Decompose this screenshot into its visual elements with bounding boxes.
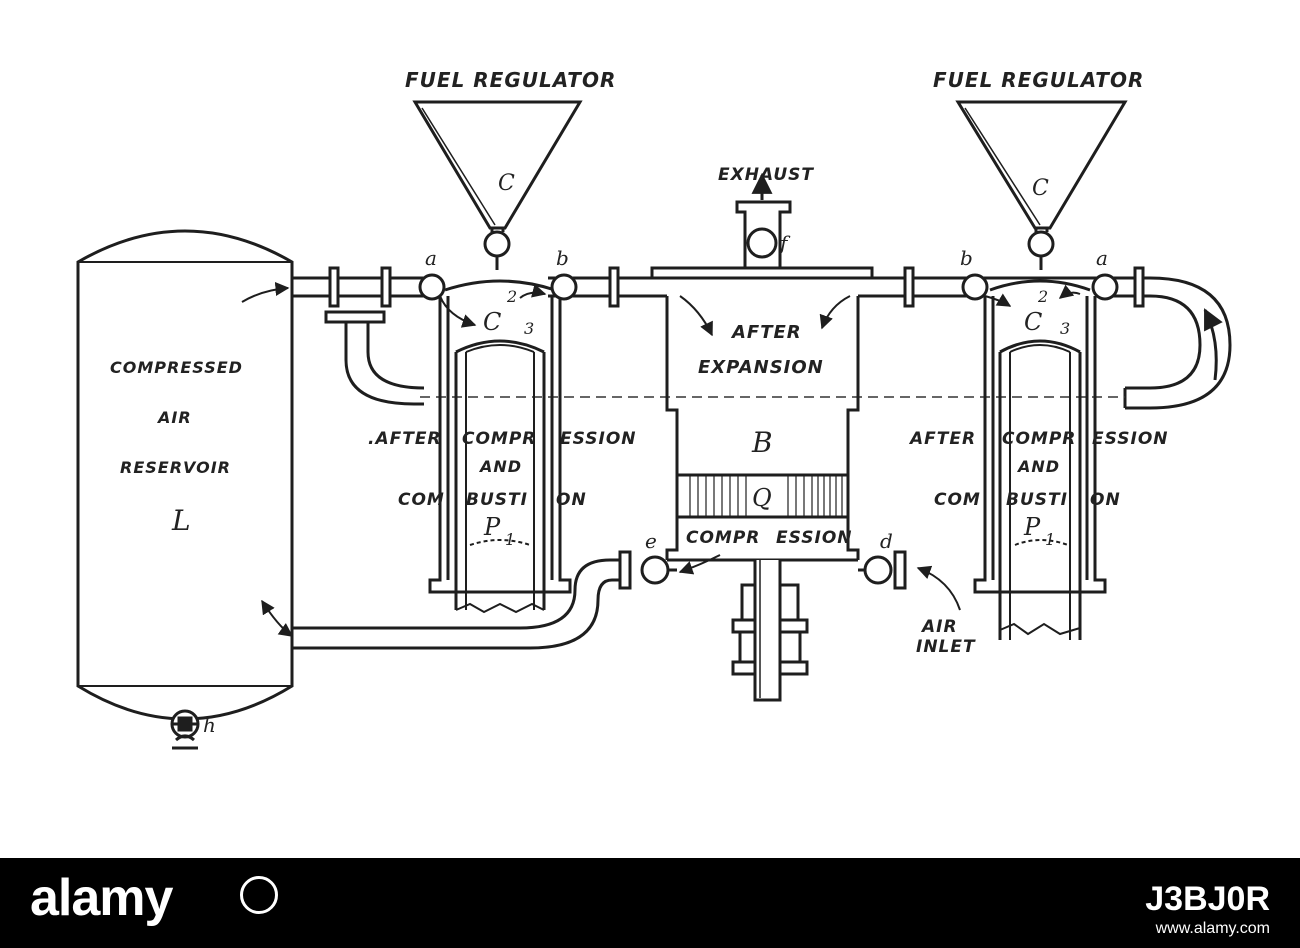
letter-e: e <box>645 529 657 553</box>
air-inlet-line1: AIR <box>920 617 958 637</box>
letter-b-center: B <box>751 426 773 459</box>
compression-return-pipe <box>292 550 907 650</box>
sub-p-left: 1 <box>505 530 515 549</box>
letter-a-left: a <box>425 246 437 270</box>
left-after: .AFTER <box>368 429 442 449</box>
piston-rod <box>731 560 809 702</box>
right-compr: COMPR <box>1002 429 1076 449</box>
right-and: AND <box>1016 457 1060 476</box>
reservoir-label-line1: COMPRESSED <box>110 358 243 377</box>
letter-a-right: a <box>1096 246 1108 270</box>
letter-c-top-right: C <box>1032 176 1049 201</box>
after-expansion-line2: EXPANSION <box>698 357 824 378</box>
exhaust-port <box>735 172 792 268</box>
num-3-right: 3 <box>1060 319 1070 338</box>
left-on: ON <box>556 490 587 510</box>
letter-q: Q <box>752 484 772 512</box>
manifold-valves <box>418 273 1119 301</box>
right-return-pipe <box>1123 276 1232 410</box>
engine-diagram: FUEL REGULATOR FUEL REGULATOR EXHAUST C … <box>76 68 1232 750</box>
letter-c-chamber-right: C <box>1024 308 1042 336</box>
drain-valve-h <box>170 709 200 750</box>
right-ession: ESSION <box>1092 429 1169 449</box>
exhaust-label: EXHAUST <box>718 165 814 185</box>
left-busti: BUSTI <box>466 490 528 510</box>
left-ession: ESSION <box>560 429 637 449</box>
letter-c-chamber-left: C <box>483 308 501 336</box>
num-3-left: 3 <box>524 319 534 338</box>
brand-logo-icon <box>240 876 278 914</box>
right-busti: BUSTI <box>1006 490 1068 510</box>
left-branch-pipe <box>324 310 425 406</box>
fuel-regulator-left-label: FUEL REGULATOR <box>405 68 616 92</box>
letter-b-left: b <box>556 246 569 270</box>
footer-image-code: J3BJ0R <box>1145 880 1270 918</box>
compression-part2: ESSION <box>776 528 853 548</box>
valve-b-right <box>961 273 989 301</box>
footer-url: www.alamy.com <box>1155 920 1270 937</box>
fuel-regulator-right-funnel <box>955 100 1128 270</box>
letter-c-top-left: C <box>498 171 515 196</box>
reservoir-label-line2: AIR <box>156 408 192 427</box>
left-com: COM <box>398 490 445 510</box>
air-inlet-line2: INLET <box>916 637 976 657</box>
right-cylinder <box>973 279 1107 640</box>
letter-p-left: P <box>483 513 501 541</box>
valve-b-left <box>550 273 578 301</box>
after-expansion-line1: AFTER <box>730 322 802 343</box>
valve-d <box>863 555 893 585</box>
letter-d: d <box>880 529 893 553</box>
compression-part1: COMPR <box>686 528 760 548</box>
right-after: AFTER <box>908 429 976 449</box>
valve-a-left <box>418 273 446 301</box>
watermark-footer: alamy J3BJ0R www.alamy.com <box>0 858 1300 948</box>
flow-arrows <box>241 281 1081 637</box>
air-reservoir <box>76 229 294 721</box>
fuel-regulator-left-funnel <box>412 100 583 270</box>
sub-p-right: 1 <box>1045 530 1055 549</box>
num-2-right: 2 <box>1037 287 1048 306</box>
footer-brand: alamy <box>30 869 173 927</box>
letter-h: h <box>203 713 216 737</box>
center-piston-q <box>675 473 850 519</box>
left-and: AND <box>478 457 522 476</box>
num-2-left: 2 <box>506 287 517 306</box>
reservoir-letter-l: L <box>171 504 191 537</box>
letter-f: f <box>778 231 791 255</box>
valve-e <box>640 555 670 585</box>
right-on: ON <box>1090 490 1121 510</box>
letter-p-right: P <box>1023 513 1041 541</box>
fuel-regulator-right-label: FUEL REGULATOR <box>933 68 1144 92</box>
left-compr: COMPR <box>462 429 536 449</box>
reservoir-label-line3: RESERVOIR <box>120 458 231 477</box>
letter-b-right: b <box>960 246 973 270</box>
valve-a-right <box>1091 273 1119 301</box>
right-com: COM <box>934 490 981 510</box>
